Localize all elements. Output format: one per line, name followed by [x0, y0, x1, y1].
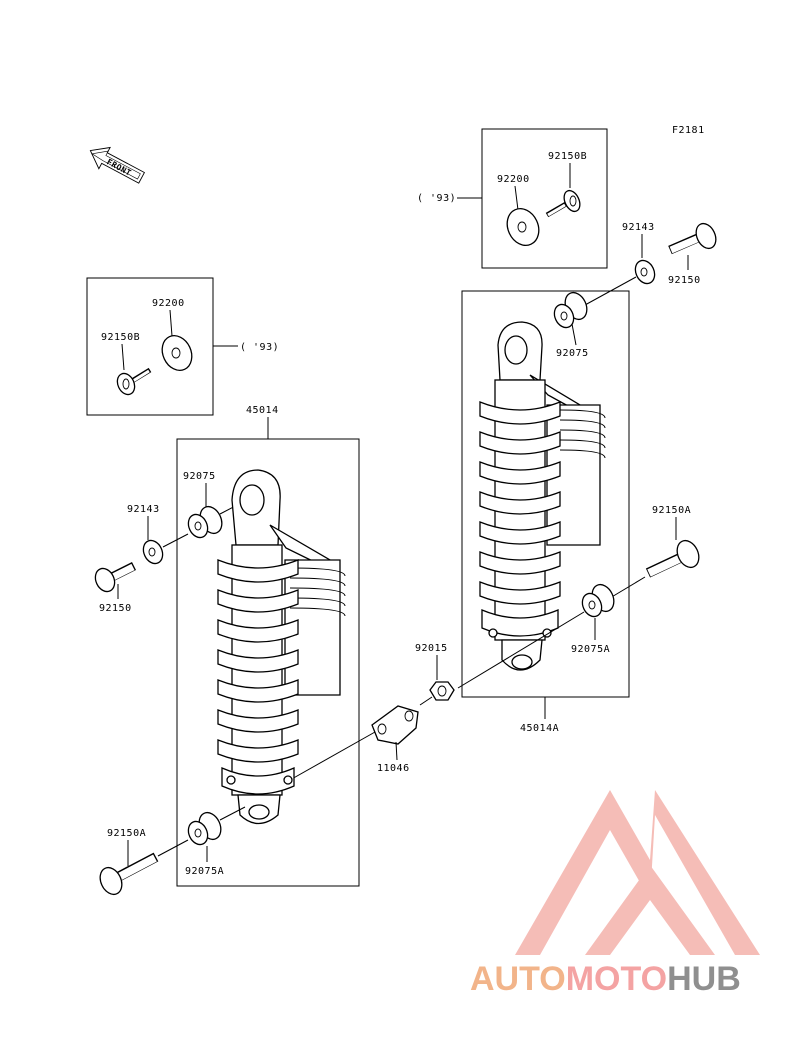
bolt-92150A-right	[645, 539, 700, 578]
figure-code: F2181	[672, 125, 705, 136]
bolt-92150B-left	[116, 367, 152, 396]
shock-absorber-right	[479, 321, 606, 671]
washer-92143-right	[634, 259, 656, 285]
left-inset-box	[86, 277, 214, 416]
left-inset-label-92200: 92200	[152, 298, 185, 309]
bushing-92075A-right	[581, 583, 615, 618]
bracket-11046	[371, 705, 419, 745]
left-assy-label: 45014	[246, 405, 279, 416]
bolt-92150-left	[94, 561, 137, 593]
left-inset-year: ( '93)	[240, 342, 279, 353]
left-label-92075: 92075	[183, 471, 216, 482]
left-label-92150: 92150	[99, 603, 132, 614]
right-assy-label: 45014A	[520, 723, 559, 734]
center-label-92015: 92015	[415, 643, 448, 654]
center-label-11046: 11046	[377, 763, 410, 774]
bolt-92150B-top	[545, 189, 581, 218]
right-label-92150: 92150	[668, 275, 701, 286]
nut-92015	[429, 681, 455, 701]
watermark-auto: AUTO	[470, 960, 566, 998]
washer-92200-left	[161, 334, 193, 372]
right-label-92143: 92143	[622, 222, 655, 233]
top-inset-year: ( '93)	[417, 193, 456, 204]
bolt-92150A-left	[99, 852, 159, 896]
bushing-92075A-left	[187, 811, 222, 846]
left-label-92150A: 92150A	[107, 828, 146, 839]
top-inset-label-92200: 92200	[497, 174, 530, 185]
right-label-92075A: 92075A	[571, 644, 610, 655]
left-label-92075A: 92075A	[185, 866, 224, 877]
watermark-logo	[515, 790, 760, 955]
front-arrow-icon: FRONT	[89, 146, 146, 184]
top-inset-label-92150B: 92150B	[548, 151, 587, 162]
left-inset-label-92150B: 92150B	[101, 332, 140, 343]
bushing-92075-left	[187, 505, 223, 539]
right-label-92150A: 92150A	[652, 505, 691, 516]
watermark-moto: MOTO	[565, 960, 668, 998]
right-label-92075: 92075	[556, 348, 589, 359]
left-label-92143: 92143	[127, 504, 160, 515]
washer-92200-top	[506, 208, 540, 246]
top-inset-box	[481, 128, 608, 269]
washer-92143-left	[142, 539, 164, 565]
bushing-92075-right	[553, 291, 588, 329]
shock-absorber-left	[217, 469, 346, 825]
watermark-hub: HUB	[667, 960, 741, 998]
bolt-92150-right	[668, 222, 717, 255]
watermark-text: AUTOMOTOHUB	[470, 960, 800, 1000]
